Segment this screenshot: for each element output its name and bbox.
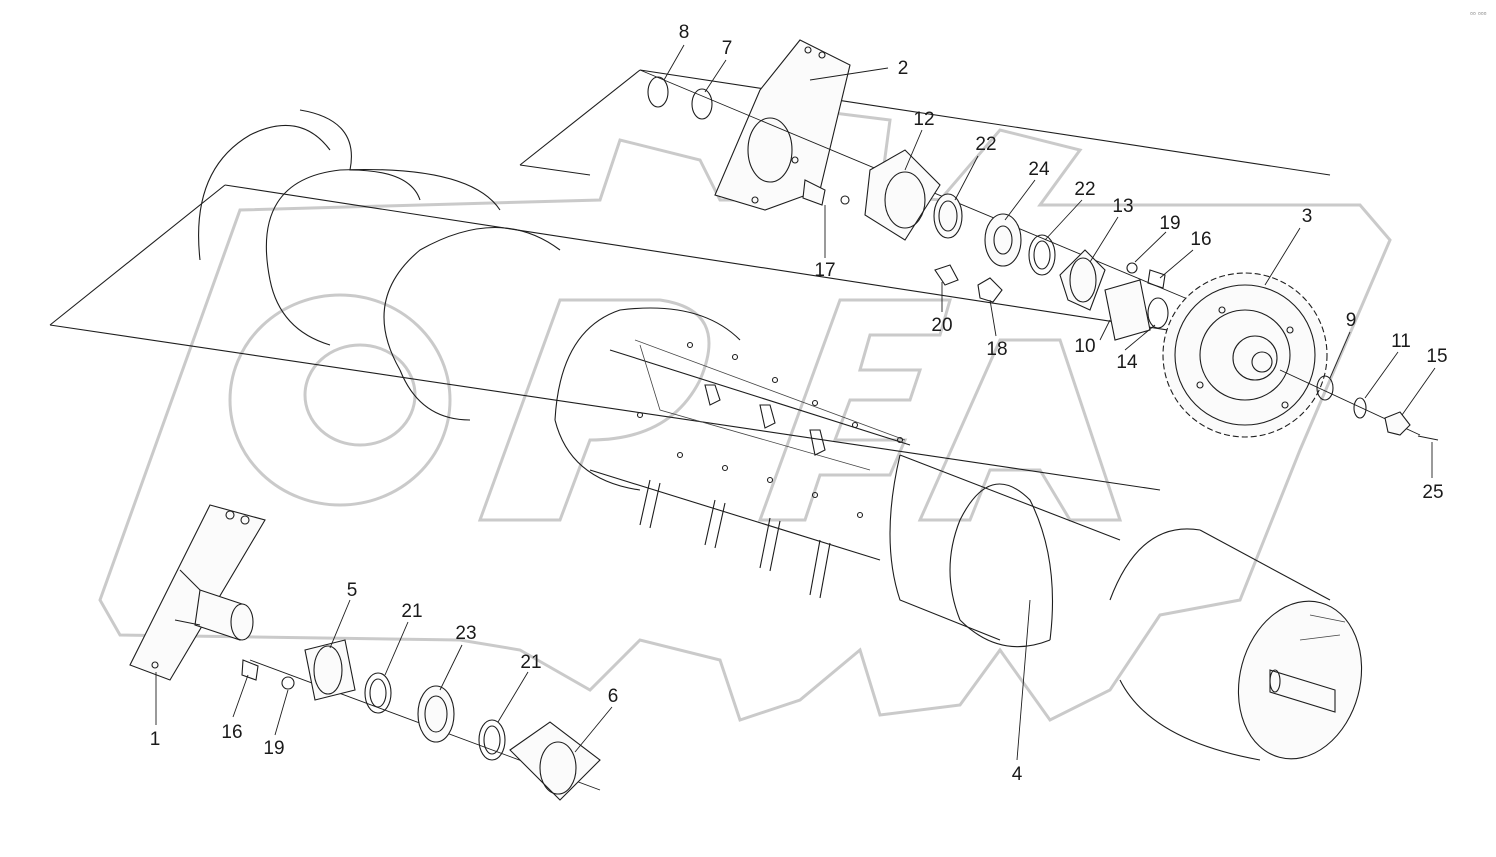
shaft-pins [639, 479, 831, 599]
callout-17: 17 [814, 260, 835, 281]
top-bearing-stack [639, 69, 1191, 341]
callout-22-top-a: 22 [975, 134, 996, 155]
housing-trough [49, 69, 1331, 491]
callout-21-left-b: 21 [520, 652, 541, 673]
shaft-bolt-dots [636, 341, 904, 519]
leader-lines [155, 44, 1436, 761]
callout-16-bottom: 16 [221, 722, 242, 743]
callout-6: 6 [608, 686, 619, 707]
callout-2: 2 [898, 58, 909, 79]
top-bracket-2 [714, 39, 851, 211]
callout-15: 15 [1426, 346, 1447, 367]
callout-9: 9 [1346, 310, 1357, 331]
right-fasteners [1279, 369, 1439, 441]
callout-11: 11 [1391, 331, 1411, 352]
auger-flights-left [198, 109, 741, 491]
callout-4: 4 [1012, 764, 1023, 785]
auger-shaft-4 [589, 339, 911, 599]
callout-19-bottom: 19 [263, 738, 284, 759]
callout-3: 3 [1302, 206, 1313, 227]
corner-mark: ▫▫ ▫▫▫ [1470, 9, 1487, 18]
callout-23: 23 [455, 623, 476, 644]
right-drum [889, 454, 1363, 761]
callout-8: 8 [679, 22, 690, 43]
callout-12: 12 [913, 109, 934, 130]
callout-16-top: 16 [1190, 229, 1211, 250]
left-bracket-1 [129, 504, 266, 681]
callout-13: 13 [1112, 196, 1133, 217]
sprocket-3 [1162, 272, 1328, 438]
callout-20: 20 [931, 315, 952, 336]
callout-7: 7 [722, 38, 733, 59]
callout-24: 24 [1028, 159, 1050, 180]
shaft-fingers [704, 384, 826, 456]
callout-18: 18 [986, 339, 1007, 360]
callout-25: 25 [1422, 482, 1443, 503]
callout-22-top-b: 22 [1074, 179, 1095, 200]
callout-14: 14 [1116, 352, 1138, 373]
callout-21-left-a: 21 [401, 601, 422, 622]
callout-1: 1 [150, 729, 161, 750]
left-bearing-stack [241, 639, 601, 801]
callout-labels: 8 7 2 12 22 24 22 13 3 19 16 17 20 18 10… [150, 22, 1448, 785]
callout-19-top: 19 [1159, 213, 1180, 234]
callout-10: 10 [1074, 336, 1095, 357]
callout-5: 5 [347, 580, 358, 601]
